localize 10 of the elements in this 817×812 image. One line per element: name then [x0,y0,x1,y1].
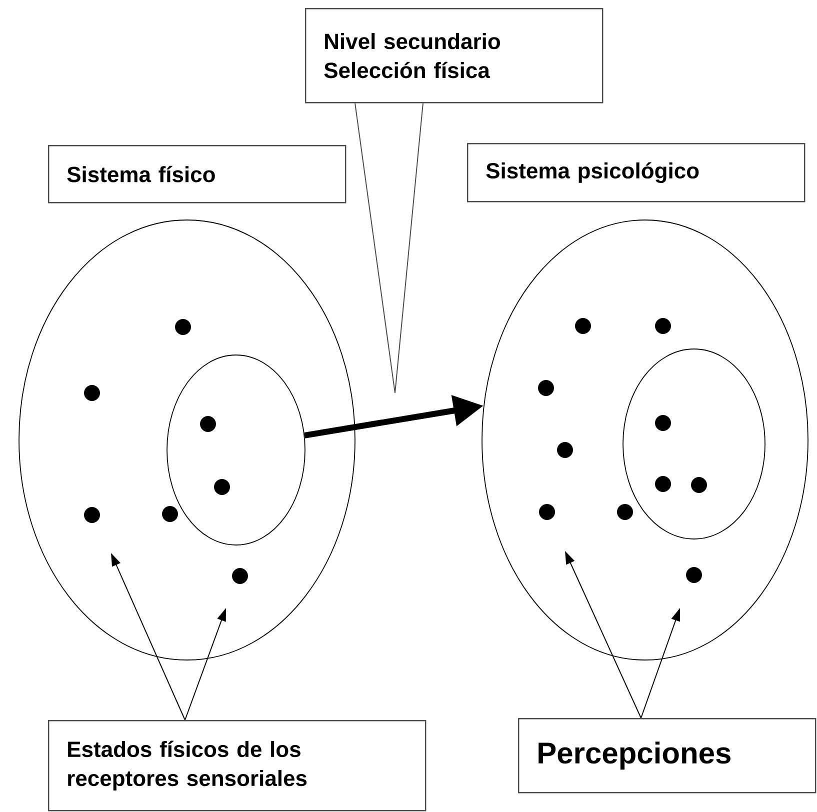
text-box: Sistema psicológico [467,143,806,202]
ellipse [482,220,808,660]
ellipse [622,348,766,540]
callout-box: Nivel secundario Selección física [305,8,604,104]
text-box: Estados físicos de los receptores sensoriales [48,720,426,812]
text-box: Sistema físico [48,145,346,204]
ellipse [166,354,306,546]
ellipse [18,220,356,660]
text-box: Percepciones [518,718,816,794]
callout-pointer [354,102,424,394]
